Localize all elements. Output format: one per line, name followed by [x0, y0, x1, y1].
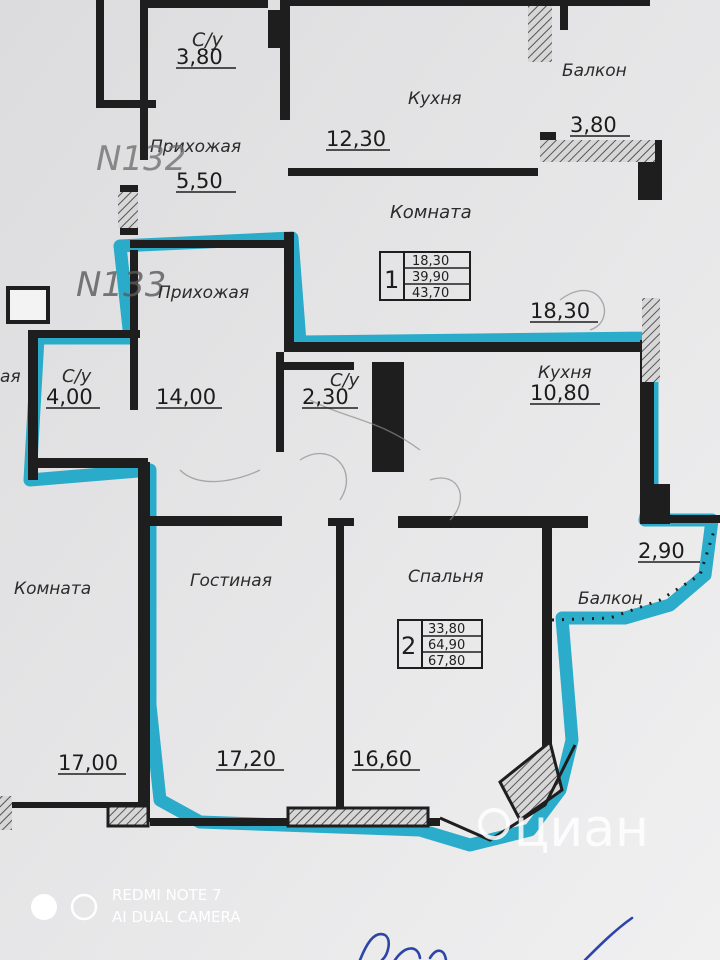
apt132-rooms: 1	[384, 266, 399, 294]
apt-number-133: N133	[76, 265, 166, 305]
bottom-window-2	[286, 806, 430, 828]
label-wc-mid: С/у	[330, 370, 360, 391]
area-wc-left: 4,00	[46, 385, 93, 409]
area-top-kitchen: 12,30	[326, 127, 386, 151]
label-kitchen: Кухня	[538, 363, 592, 383]
apt132-value-2: 39,90	[412, 270, 449, 285]
area-top-wc: 3,80	[176, 45, 223, 69]
area-wc-mid: 2,30	[302, 385, 349, 409]
area-bedroom: 16,60	[352, 747, 412, 771]
watermark-brand: циан	[514, 799, 649, 859]
apt132-value-1: 18,30	[412, 254, 449, 269]
top-hatch-2	[540, 140, 655, 162]
label-balcony: Балкон	[578, 589, 643, 609]
camera-dot-filled	[31, 894, 57, 920]
bedroom-bay-outline	[439, 744, 577, 842]
main-walls	[0, 232, 720, 826]
left-column-box	[6, 286, 50, 324]
label-top-wc: С/у	[192, 29, 224, 51]
area-hall: 14,00	[156, 385, 216, 409]
balcony-railing	[551, 527, 717, 622]
label-wc-left: С/у	[62, 366, 92, 387]
pencil-scribbles	[179, 289, 606, 521]
label-left-edge: ая	[0, 367, 21, 387]
right-column-hatch	[642, 298, 660, 382]
bottom-left-post	[0, 796, 12, 830]
handwriting	[358, 916, 634, 960]
label-top-hall: Прихожая	[150, 137, 241, 157]
apt133-value-2: 64,90	[428, 638, 465, 653]
camera-dot-ring	[70, 893, 98, 921]
area-top-balcony: 3,80	[570, 113, 617, 137]
cian-watermark: циан	[478, 799, 649, 859]
label-top-room: Комната	[390, 202, 472, 223]
label-top-balcony: Балкон	[562, 61, 627, 81]
area-top-room: 18,30	[530, 299, 590, 323]
camera-line2: AI DUAL CAMERA	[112, 908, 241, 926]
label-hall: Прихожая	[158, 283, 249, 303]
top-hatch-3	[118, 192, 138, 228]
apt132-value-3: 43,70	[412, 286, 449, 301]
apt-number-132: N132	[96, 139, 186, 179]
apt133-box: 2 33,80 64,90 67,80	[397, 619, 483, 669]
bottom-window-1	[106, 804, 150, 828]
area-top-hall: 5,50	[176, 169, 223, 193]
label-bedroom: Спальня	[408, 567, 484, 587]
apt132-box: 1 18,30 39,90 43,70	[379, 251, 471, 301]
camera-line1: REDMI NOTE 7	[112, 886, 222, 904]
camera-watermark: REDMI NOTE 7 AI DUAL CAMERA	[31, 886, 241, 926]
top-hatch-1	[528, 6, 552, 62]
area-kitchen: 10,80	[530, 381, 590, 405]
area-living: 17,20	[216, 747, 276, 771]
apt133-value-3: 67,80	[428, 654, 465, 669]
area-left-room: 17,00	[58, 751, 118, 775]
area-balcony: 2,90	[638, 539, 685, 563]
apt133-rooms: 2	[401, 632, 416, 660]
label-left-room: Комната	[14, 579, 91, 599]
apt133-value-1: 33,80	[428, 622, 465, 637]
label-top-kitchen: Кухня	[408, 89, 462, 109]
label-living: Гостиная	[190, 571, 272, 591]
